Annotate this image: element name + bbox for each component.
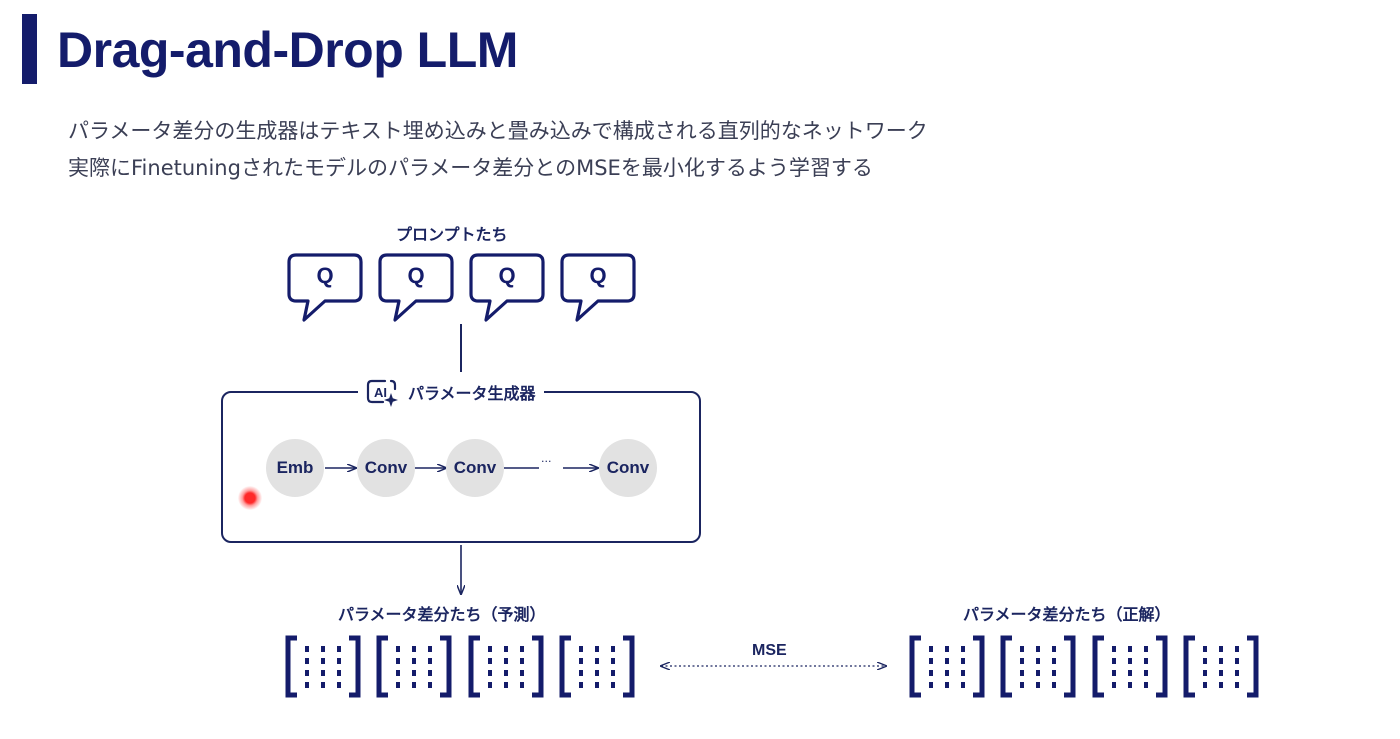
mse-label: MSE: [752, 642, 787, 659]
prompts-to-generator-connector: [460, 324, 462, 372]
conv-node: Conv: [599, 439, 657, 497]
ground-truth-matrix-icon: [1182, 635, 1260, 698]
prompt-q-letter: Q: [316, 263, 334, 288]
slide-title: Drag-and-Drop LLM: [57, 22, 518, 78]
prompt-q-letter: Q: [498, 263, 516, 288]
predicted-deltas-label: パラメータ差分たち（予測）: [338, 605, 546, 624]
prompt-bubble-icon: Q: [287, 253, 363, 325]
conv-node: Conv: [446, 439, 504, 497]
ellipsis: ···: [541, 455, 552, 468]
parameter-generator-header: AI パラメータ生成器: [358, 377, 544, 407]
predicted-matrix-icon: [558, 635, 636, 698]
ground-truth-matrix-icon: [1091, 635, 1169, 698]
emb-node: Emb: [266, 439, 324, 497]
parameter-generator-label: パラメータ生成器: [408, 384, 536, 403]
ground-truth-matrix-icon: [908, 635, 986, 698]
prompt-q-letter: Q: [589, 263, 607, 288]
conv-node: Conv: [357, 439, 415, 497]
predicted-matrix-icon: [375, 635, 453, 698]
title-accent-bar: [22, 14, 37, 84]
description-line-2: 実際にFinetuningされたモデルのパラメータ差分とのMSEを最小化するよう…: [68, 156, 873, 180]
ai-sparkle-icon: AI: [366, 379, 398, 407]
prompt-bubble-icon: Q: [378, 253, 454, 325]
prompt-q-letter: Q: [407, 263, 425, 288]
prompt-bubble-icon: Q: [560, 253, 636, 325]
predicted-matrix-icon: [284, 635, 362, 698]
ai-icon-text: AI: [374, 385, 387, 400]
predicted-matrix-icon: [467, 635, 545, 698]
description-line-1: パラメータ差分の生成器はテキスト埋め込みと畳み込みで構成される直列的なネットワー…: [68, 119, 928, 143]
laser-pointer: [238, 486, 262, 510]
prompt-bubble-icon: Q: [469, 253, 545, 325]
ground-truth-deltas-label: パラメータ差分たち（正解）: [963, 605, 1171, 624]
prompts-label: プロンプトたち: [396, 225, 508, 244]
ground-truth-matrix-icon: [999, 635, 1077, 698]
